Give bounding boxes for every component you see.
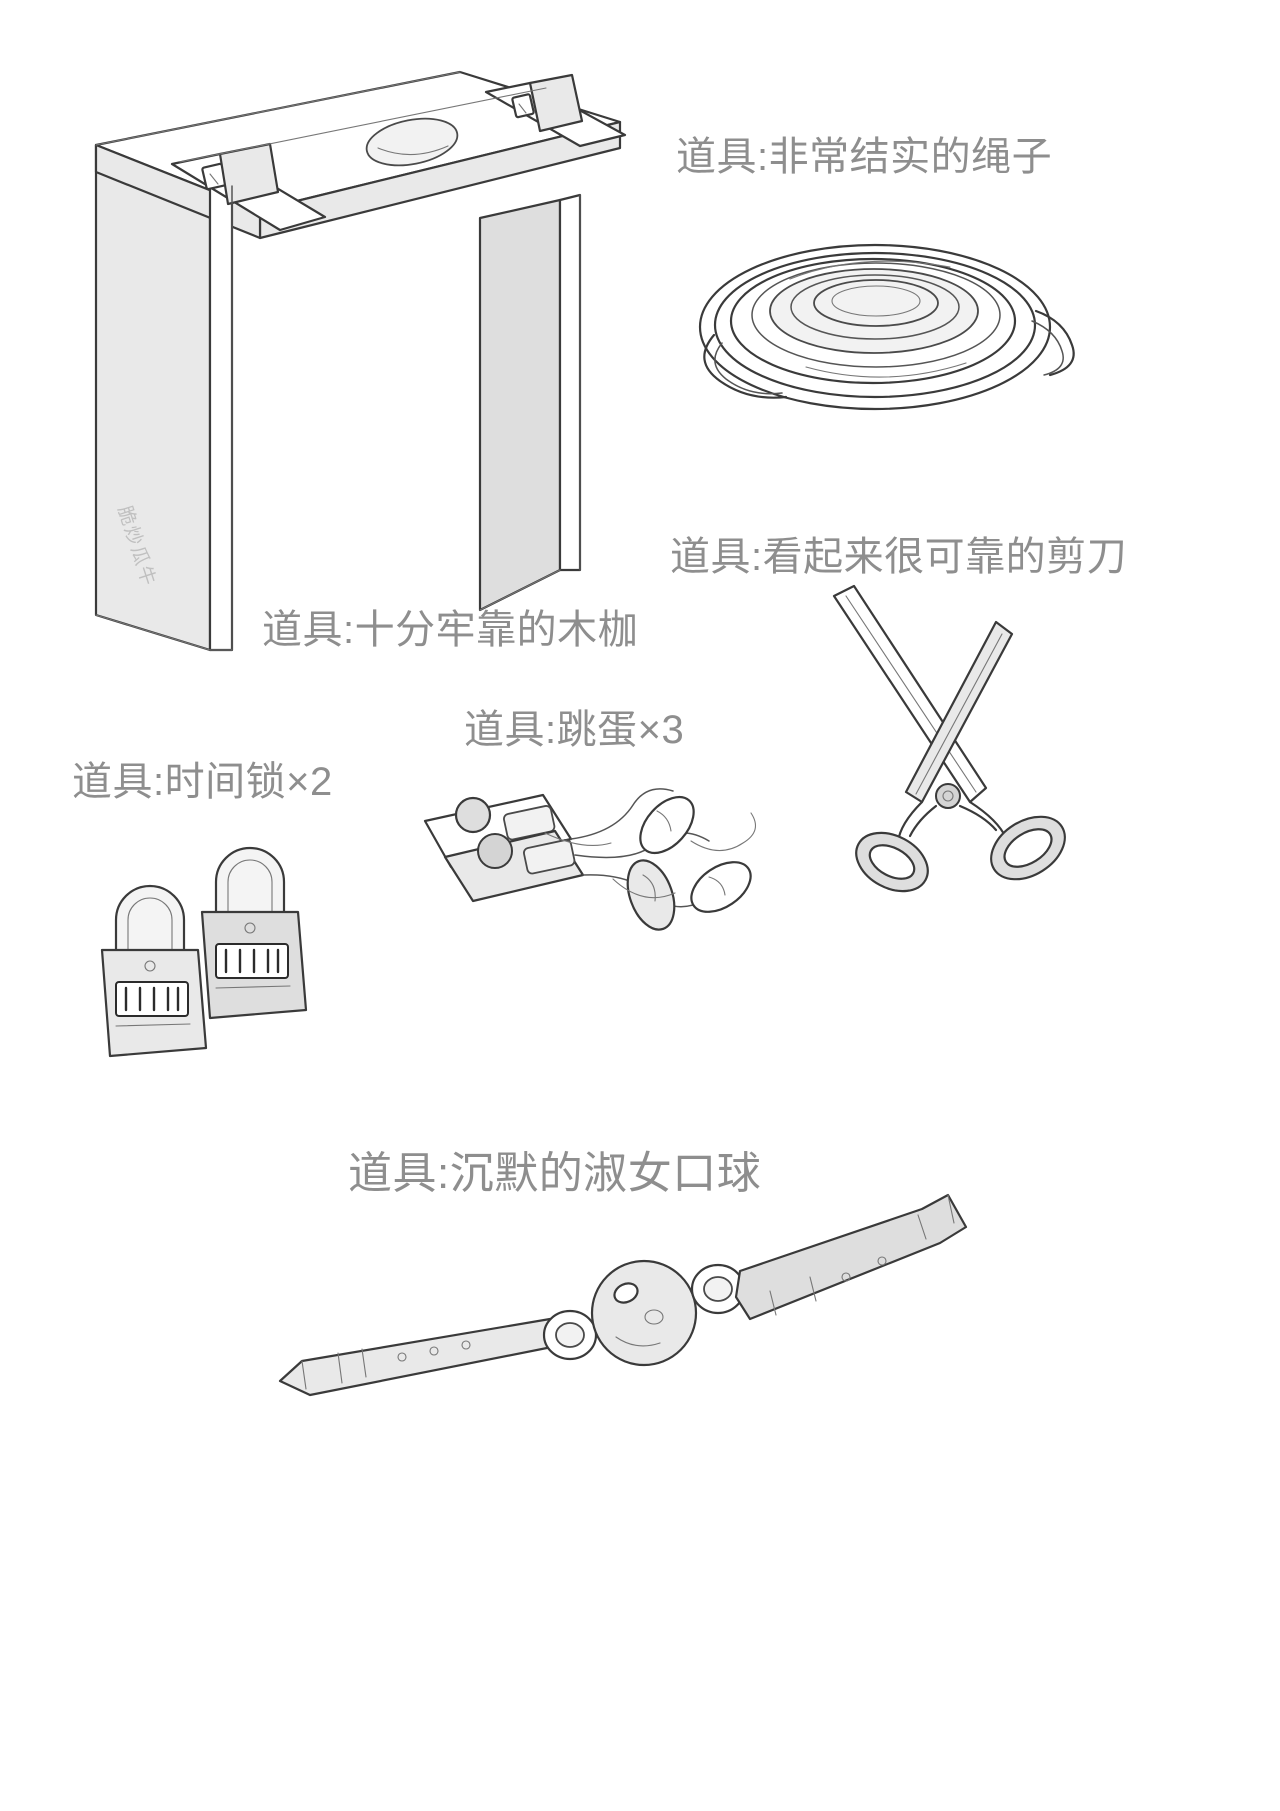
item-label-time-locks: 道具:时间锁×2 <box>72 760 333 804</box>
item-label-vibrating-eggs: 道具:跳蛋×3 <box>464 708 685 752</box>
item-label-wooden-stocks: 道具:十分牢靠的木枷 <box>262 608 639 652</box>
wooden-stocks-illustration: 脆炒瓜牛 <box>60 50 680 670</box>
padlock-illustration <box>178 820 338 1030</box>
item-label-rope: 道具:非常结实的绳子 <box>676 135 1053 179</box>
vibrating-eggs-illustration <box>415 775 815 955</box>
padlock-illustration <box>78 858 238 1068</box>
coiled-rope-illustration <box>670 215 1090 435</box>
ball-gag-illustration <box>250 1185 990 1425</box>
item-label-scissors: 道具:看起来很可靠的剪刀 <box>670 535 1128 579</box>
artist-watermark: 脆炒瓜牛 <box>113 503 160 590</box>
item-label-ball-gag: 道具:沉默的淑女口球 <box>348 1149 762 1198</box>
scissors-illustration <box>810 580 1090 893</box>
